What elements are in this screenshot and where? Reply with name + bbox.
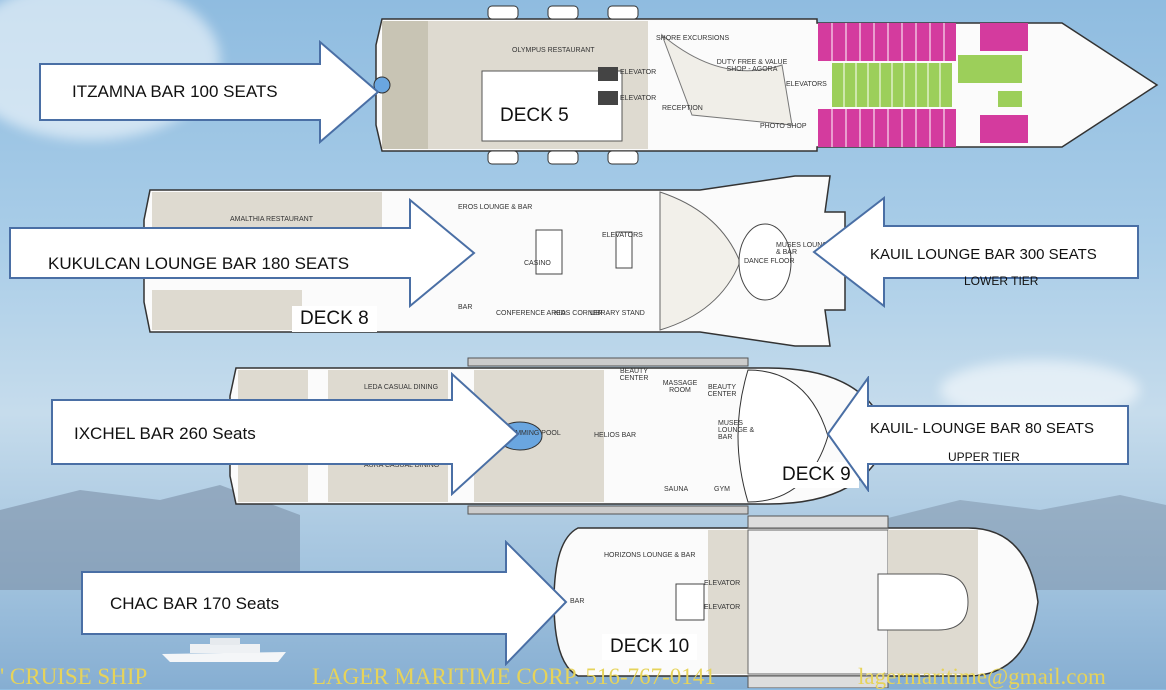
deck-label: DECK 9 [774, 462, 859, 488]
callout-kukulcan-lounge: KUKULCAN LOUNGE BAR 180 SEATS [8, 198, 476, 308]
callout-label: CHAC BAR 170 Seats [110, 594, 280, 613]
callout-kauil-lower: KAUIL LOUNGE BAR 300 SEATS LOWER TIER [812, 196, 1140, 308]
footer-center: LAGER MARITIME CORP. 516-767-0141 [312, 664, 716, 689]
room-elevator: ELEVATOR [620, 95, 657, 102]
callout-label: KUKULCAN LOUNGE BAR 180 SEATS [48, 254, 350, 273]
room-leda-dining: LEDA CASUAL DINING [364, 384, 439, 391]
room-beauty-center: BEAUTY CENTER [619, 368, 649, 382]
room-gym: GYM [714, 486, 730, 493]
room-amalthia-restaurant: AMALTHIA RESTAURANT [230, 216, 313, 223]
callout-kauil-upper: KAUIL- LOUNGE BAR 80 SEATS UPPER TIER [826, 376, 1130, 492]
room-sauna: SAUNA [664, 486, 689, 493]
room-conference-area: CONFERENCE AREA [496, 310, 566, 317]
small-cruise-ship [162, 638, 286, 662]
room-reception: RECEPTION [662, 105, 703, 112]
callout-sublabel: LOWER TIER [964, 274, 1039, 288]
room-elevators: ELEVATORS [602, 232, 643, 239]
deck-5-plan: OLYMPUS RESTAURANT ELEVATOR ELEVATOR SHO… [362, 5, 1164, 165]
callout-label: IXCHEL BAR 260 Seats [74, 424, 256, 443]
deck-10-plan: HORIZONS LOUNGE & BAR ELEVATOR ELEVATOR … [548, 514, 1048, 688]
room-shore-excursions: SHORE EXCURSIONS [656, 35, 730, 42]
callout-ixchel-bar: IXCHEL BAR 260 Seats [50, 372, 520, 496]
callout-itzamna-bar: ITZAMNA BAR 100 SEATS [38, 40, 380, 144]
deck-label: DECK 10 [602, 634, 698, 660]
room-aura-dining: AURA CASUAL DINING [364, 462, 440, 469]
room-beauty-center: BEAUTY CENTER [707, 384, 737, 398]
room-eros-lounge: EROS LOUNGE & BAR [458, 204, 533, 211]
callout-label: ITZAMNA BAR 100 SEATS [72, 82, 278, 101]
room-swimming-pool: SWIMMING POOL [502, 430, 561, 437]
room-library-stand: LIBRARY STAND [590, 310, 645, 317]
room-muses-lounge: MUSES LOUNGE & BAR [718, 420, 755, 441]
room-helios-bar: HELIOS BAR [594, 432, 637, 439]
room-elevator: ELEVATOR [704, 604, 741, 611]
footer-left: ' CRUISE SHIP [0, 664, 148, 689]
room-bar: BAR [458, 304, 473, 311]
callout-chac-bar: CHAC BAR 170 Seats [80, 540, 568, 666]
room-horizons-lounge: HORIZONS LOUNGE & BAR [604, 552, 696, 559]
deck-label: DECK 5 [492, 103, 577, 129]
room-casino: CASINO [524, 260, 551, 267]
room-elevator: ELEVATOR [704, 580, 741, 587]
room-dance-floor: DANCE FLOOR [744, 258, 795, 265]
footer-email: lagermaritime@gmail.com [858, 664, 1106, 689]
room-bar: BAR [570, 598, 585, 605]
room-elevator: ELEVATOR [620, 69, 657, 76]
callout-label: KAUIL- LOUNGE BAR 80 SEATS [870, 420, 1094, 437]
room-photo-shop: PHOTO SHOP [760, 123, 807, 130]
room-kids-corner: KIDS CORNER [554, 310, 603, 317]
room-olympus-restaurant: OLYMPUS RESTAURANT [512, 47, 595, 54]
callout-label: KAUIL LOUNGE BAR 300 SEATS [870, 246, 1097, 263]
deck-8-plan: EROS LOUNGE & BAR AMALTHIA RESTAURANT CA… [140, 172, 860, 350]
deck-label: DECK 8 [292, 306, 377, 332]
room-elevators: ELEVATORS [786, 81, 827, 88]
callout-sublabel: UPPER TIER [948, 450, 1020, 464]
room-duty-free: DUTY FREE & VALUE SHOP - AGORA [716, 59, 788, 73]
room-muses-lounge: MUSES LOUNGE & BAR [776, 242, 833, 256]
room-massage: MASSAGE ROOM [662, 380, 698, 394]
